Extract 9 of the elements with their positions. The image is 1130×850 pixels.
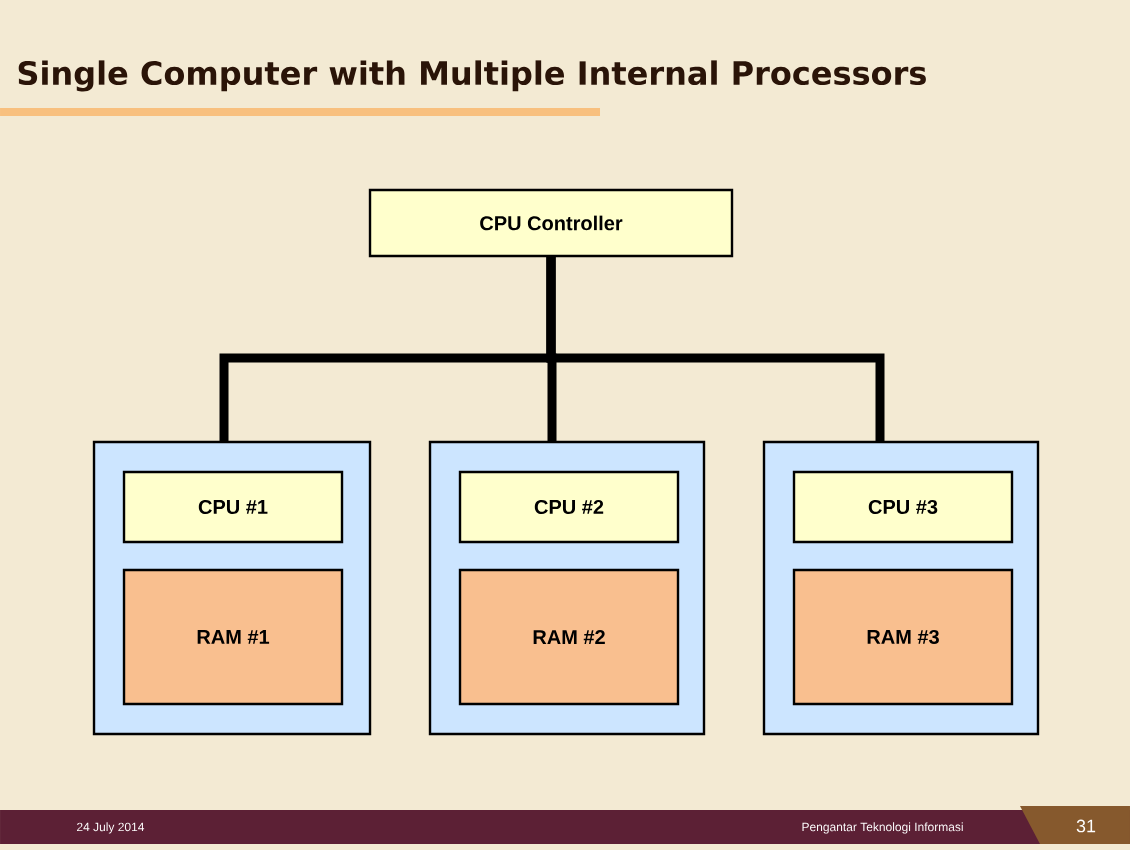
controller-box: CPU Controller (368, 188, 734, 258)
ram-box: RAM #3 (792, 568, 1014, 706)
ram-box: RAM #1 (122, 568, 344, 706)
ram-box: RAM #2 (458, 568, 680, 706)
cpu-box: CPU #1 (122, 470, 344, 544)
cpu-box: CPU #3 (792, 470, 1014, 544)
connector-line (546, 256, 885, 442)
cpu-box: CPU #2 (458, 470, 680, 544)
slide-title: Single Computer with Multiple Internal Processors (18, 60, 926, 92)
